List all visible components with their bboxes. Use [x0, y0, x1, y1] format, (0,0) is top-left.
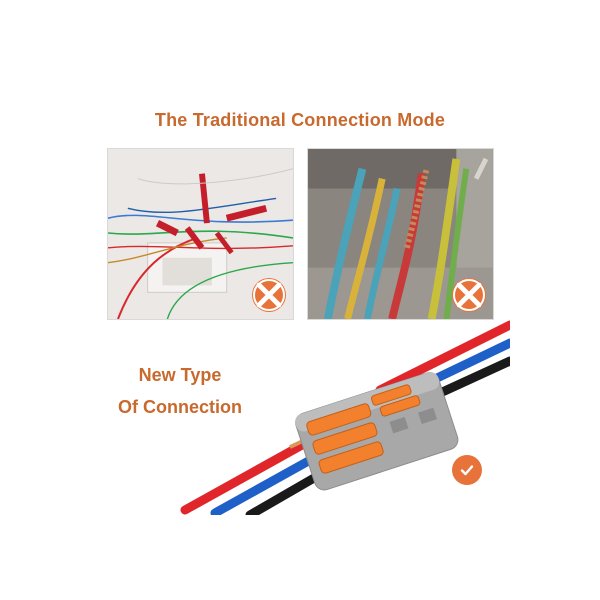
cross-icon	[253, 279, 285, 311]
traditional-photo-junction-box	[107, 148, 294, 320]
section-title: The Traditional Connection Mode	[154, 110, 446, 130]
new-type-line1: New Type	[138, 365, 222, 385]
check-icon	[452, 455, 482, 485]
messy-wires-illustration	[108, 149, 293, 319]
traditional-photo-twisted-wires	[307, 148, 494, 320]
new-type-line2: Of Connection	[118, 397, 242, 417]
lever-connector-illustration	[180, 315, 510, 515]
cross-icon	[453, 279, 485, 311]
new-type-label: New Type Of Connection	[100, 359, 260, 423]
